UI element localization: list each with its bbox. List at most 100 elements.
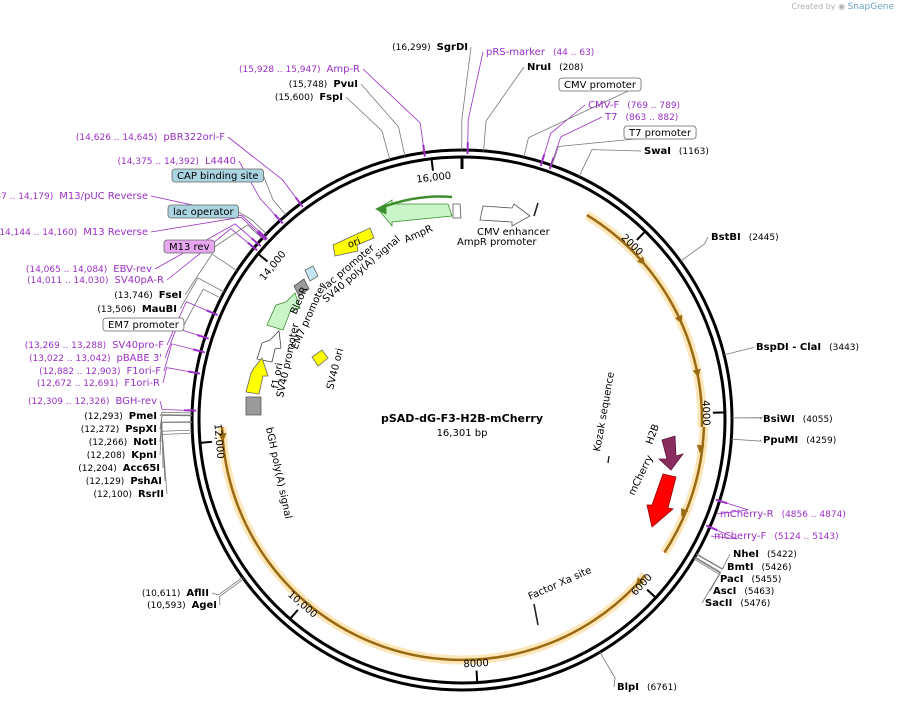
boxed-feature-label-1[interactable]: T7 promoter — [623, 125, 697, 140]
enzyme-label-14[interactable]: KpnI(12,208) — [87, 450, 157, 461]
primer-tick-3 — [548, 157, 555, 170]
enzyme-label-23[interactable]: AflII(10,611) — [142, 588, 209, 599]
primer-label-11[interactable]: pBABE 3'(13,022 .. 13,042) — [29, 353, 162, 364]
enzyme-label-16[interactable]: PshAI(12,129) — [86, 476, 162, 487]
enzyme-position: (5422) — [767, 550, 797, 560]
enzyme-label-25[interactable]: BlpI(6761) — [617, 682, 677, 693]
enzyme-leader-5 — [680, 236, 709, 262]
primer-label-2[interactable]: CMV-F(769 .. 789) — [588, 100, 680, 111]
enzyme-leader-1 — [483, 66, 525, 151]
sv40-ori-box — [311, 349, 329, 367]
primer-label-13[interactable]: F1ori-R(12,672 .. 12,691) — [37, 378, 160, 389]
enzyme-label-2[interactable]: PvuI(15,748) — [289, 79, 358, 90]
leader-lines — [150, 46, 764, 688]
enzyme-leader-21 — [694, 557, 721, 592]
primer-label-0[interactable]: pRS-marker(44 .. 63) — [486, 47, 594, 58]
boxed-leader-5 — [183, 288, 222, 326]
enzyme-name: SgrDI — [437, 42, 468, 53]
enzyme-leader-22 — [693, 558, 720, 604]
boxed-feature-label-5[interactable]: EM7 promoter — [102, 317, 185, 332]
enzyme-leader-16 — [161, 429, 193, 482]
primer-label-1[interactable]: Amp-R(15,928 .. 15,947) — [239, 64, 360, 75]
boxed-feature-label-2[interactable]: CAP binding site — [171, 168, 264, 183]
enzyme-position: (12,100) — [93, 490, 132, 500]
enzyme-leader-10 — [731, 438, 763, 442]
primer-label-10[interactable]: SV40pro-F(13,269 .. 13,288) — [25, 340, 165, 351]
cmv-mark — [533, 202, 539, 217]
boxed-feature-box — [102, 317, 185, 332]
enzyme-leader-25 — [599, 651, 616, 688]
enzyme-label-11[interactable]: PmeI(12,293) — [84, 411, 157, 422]
enzyme-label-17[interactable]: RsrII(12,100) — [93, 489, 164, 500]
tick-label-1: 4000 — [700, 400, 712, 426]
enzyme-label-0[interactable]: SgrDI(16,299) — [392, 42, 468, 53]
enzyme-label-21[interactable]: AscI(5463) — [713, 586, 774, 597]
enzyme-label-6[interactable]: FseI(13,746) — [114, 290, 182, 301]
primer-label-4[interactable]: pBR322ori-F(14,626 .. 14,645) — [76, 132, 225, 143]
tick-label-5: 12,000 — [211, 423, 225, 459]
boxed-feature-label-0[interactable]: CMV promoter — [558, 77, 642, 92]
enzyme-label-1[interactable]: NruI(208) — [527, 62, 583, 73]
tick-0 — [636, 230, 646, 241]
tick-label-3: 8000 — [463, 658, 489, 670]
tick-6 — [257, 253, 269, 263]
enzyme-label-15[interactable]: Acc65I(12,204) — [78, 463, 160, 474]
enzyme-leader-23 — [211, 577, 243, 596]
enzyme-name: Acc65I — [123, 463, 160, 474]
enzyme-label-22[interactable]: SacII(5476) — [705, 598, 770, 609]
enzyme-label-10[interactable]: PpuMI(4259) — [763, 435, 836, 446]
enzyme-leader-14 — [159, 421, 193, 456]
primer-label-9[interactable]: SV40pA-R(14,011 .. 14,030) — [27, 275, 164, 286]
primer-name: EBV-rev — [113, 264, 152, 275]
enzyme-position: (4259) — [806, 436, 836, 446]
enzyme-position: (13,506) — [97, 305, 136, 315]
primer-label-3[interactable]: T7(863 .. 882) — [604, 112, 678, 123]
enzyme-leader-9 — [731, 417, 764, 420]
enzyme-name: SwaI — [644, 146, 671, 157]
boxed-feature-label-3[interactable]: lac operator — [167, 204, 239, 219]
primer-name: Amp-R — [327, 64, 361, 75]
primer-tick-1 — [422, 144, 426, 157]
snapgene-logo-icon: ◉ — [838, 2, 846, 11]
enzyme-label-9[interactable]: BsiWI(4055) — [763, 414, 833, 425]
enzyme-label-3[interactable]: FspI(15,600) — [275, 92, 343, 103]
enzyme-label-13[interactable]: NotI(12,266) — [89, 437, 157, 448]
primer-label-14[interactable]: BGH-rev(12,309 .. 12,326) — [28, 396, 157, 407]
enzyme-position: (12,266) — [89, 438, 128, 448]
primer-label-7[interactable]: M13 Reverse(14,144 .. 14,160) — [0, 227, 148, 238]
enzyme-label-8[interactable]: BspDI - ClaI(3443) — [756, 342, 859, 353]
tick-3 — [475, 670, 479, 683]
primer-name: M13 Reverse — [83, 227, 148, 238]
enzyme-label-4[interactable]: SwaI(1163) — [644, 146, 709, 157]
enzyme-name: FspI — [319, 92, 343, 103]
primer-position: (14,375 .. 14,392) — [118, 157, 199, 167]
enzyme-label-19[interactable]: BmtI(5426) — [727, 562, 791, 573]
enzyme-label-7[interactable]: MauBI(13,506) — [97, 304, 177, 315]
primer-tick-15 — [715, 498, 728, 505]
primer-tick-11 — [197, 334, 210, 340]
enzyme-leader-19 — [696, 553, 725, 570]
primer-label-16[interactable]: mCherry-F(5124 .. 5143) — [714, 531, 839, 542]
primer-label-8[interactable]: EBV-rev(14,065 .. 14,084) — [26, 264, 152, 275]
primer-label-6[interactable]: M13/pUC Reverse(14,157 .. 14,179) — [0, 191, 148, 202]
primer-tick-13 — [188, 370, 201, 375]
enzyme-label-18[interactable]: NheI(5422) — [733, 549, 797, 560]
boxed-feature-label-4[interactable]: M13 rev — [163, 239, 215, 254]
enzyme-name: SacII — [705, 598, 732, 609]
orange-chevron-1 — [674, 314, 683, 324]
primer-label-5[interactable]: L4440(14,375 .. 14,392) — [118, 156, 236, 167]
enzyme-name: PshAI — [130, 476, 162, 487]
primer-tick-7 — [256, 231, 267, 241]
enzyme-label-20[interactable]: PacI(5455) — [720, 574, 781, 585]
enzyme-name: AgeI — [192, 600, 217, 611]
credit-prefix: Created by — [791, 2, 836, 11]
enzyme-label-12[interactable]: PspXI(12,272) — [81, 424, 157, 435]
primer-position: (13,022 .. 13,042) — [29, 354, 110, 364]
orange-chevron-0 — [637, 256, 646, 265]
feature-arrows — [217, 195, 709, 665]
enzyme-label-5[interactable]: BstBI(2445) — [711, 232, 779, 243]
primer-label-15[interactable]: mCherry-R(4856 .. 4874) — [720, 509, 846, 520]
enzyme-label-24[interactable]: AgeI(10,593) — [147, 600, 217, 611]
primer-name: pBR322ori-F — [163, 132, 225, 143]
primer-label-12[interactable]: F1ori-F(12,882 .. 12,903) — [39, 366, 161, 377]
